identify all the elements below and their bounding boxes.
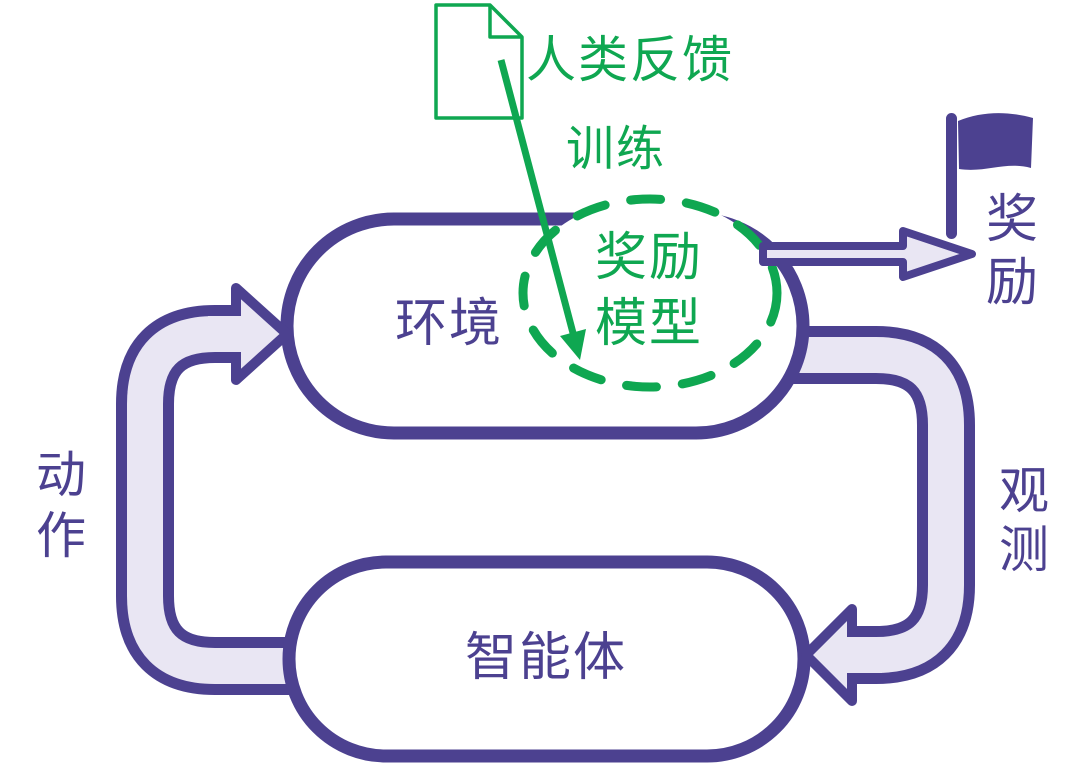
environment-label: 环境 [395, 294, 503, 354]
action-label-line2: 作 [36, 507, 88, 565]
training-label: 训练 [566, 121, 666, 177]
document-icon [434, 3, 524, 120]
reward-model-label-line2: 模型 [595, 294, 703, 354]
observation-label-line2: 测 [999, 521, 1051, 579]
human-feedback-label: 人类反馈 [526, 31, 734, 89]
action-label-line1: 动 [36, 446, 88, 504]
reward-output-arrow [759, 227, 976, 281]
reward-model-ellipse [518, 194, 782, 392]
reward-label-line1: 奖 [986, 190, 1040, 250]
reward-label-line2: 励 [986, 253, 1040, 313]
observation-arrowhead-icon [801, 604, 882, 706]
training-arrow [497, 59, 586, 360]
reward-model-label-line1: 奖励 [595, 228, 703, 288]
observation-label-line1: 观 [999, 462, 1051, 520]
action-loop-arrow [116, 305, 294, 695]
action-arrowhead-icon [208, 283, 292, 385]
observation-loop-arrow [793, 326, 975, 684]
flag-icon [946, 113, 1033, 239]
agent-label: 智能体 [465, 628, 627, 688]
